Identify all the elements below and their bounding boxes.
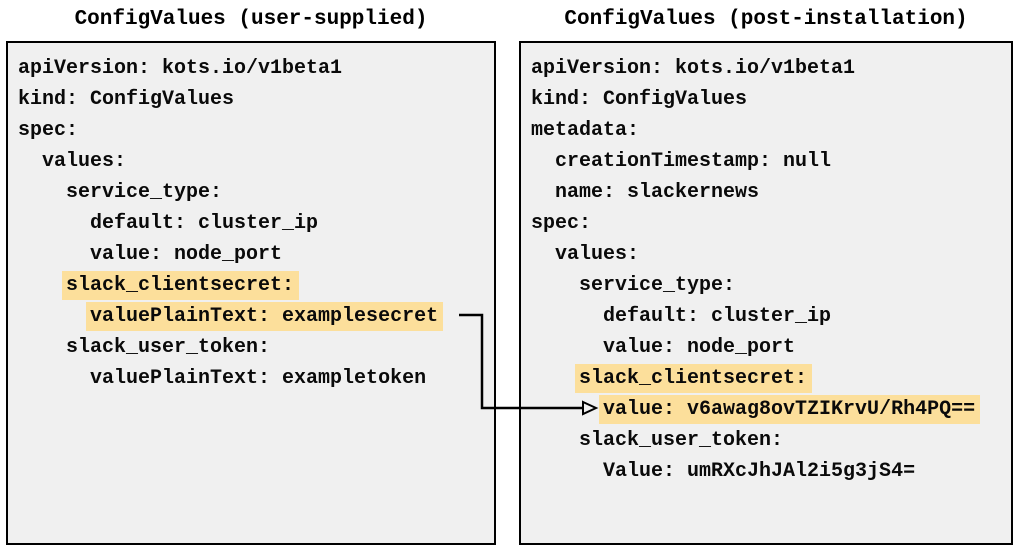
yaml-text: value: v6awag8ovTZIKrvU/Rh4PQ== [599, 395, 981, 424]
line-indent [531, 305, 603, 328]
yaml-line: spec: [18, 115, 494, 146]
line-indent [531, 336, 603, 359]
yaml-line: default: cluster_ip [18, 208, 494, 239]
yaml-text: apiVersion: kots.io/v1beta1 [18, 57, 343, 80]
yaml-text: Value: umRXcJhJAl2i5g3jS4= [603, 460, 916, 483]
yaml-line: default: cluster_ip [531, 301, 1011, 332]
post-installation-configvalues-box: apiVersion: kots.io/v1beta1 kind: Config… [519, 41, 1013, 545]
yaml-text: values: [555, 243, 640, 266]
user-supplied-configvalues-box: apiVersion: kots.io/v1beta1 kind: Config… [6, 41, 496, 545]
yaml-line: kind: ConfigValues [531, 84, 1011, 115]
yaml-text: spec: [531, 212, 592, 235]
yaml-text: name: slackernews [555, 181, 760, 204]
yaml-text: service_type: [579, 274, 736, 297]
line-indent [18, 336, 66, 359]
yaml-line: valuePlainText: exampletoken [18, 363, 494, 394]
yaml-text: spec: [18, 119, 79, 142]
yaml-line: metadata: [531, 115, 1011, 146]
line-indent [531, 460, 603, 483]
yaml-text: valuePlainText: exampletoken [90, 367, 427, 390]
yaml-text: default: cluster_ip [603, 305, 832, 328]
yaml-line: creationTimestamp: null [531, 146, 1011, 177]
yaml-line: apiVersion: kots.io/v1beta1 [18, 53, 494, 84]
yaml-line: apiVersion: kots.io/v1beta1 [531, 53, 1011, 84]
line-indent [531, 367, 579, 390]
yaml-text: creationTimestamp: null [555, 150, 832, 173]
yaml-line-highlighted-key: slack_clientsecret: [18, 270, 494, 301]
yaml-text: service_type: [66, 181, 223, 204]
line-indent [531, 150, 555, 173]
line-indent [18, 305, 90, 328]
left-panel-title: ConfigValues (user-supplied) [74, 8, 428, 31]
yaml-line: values: [531, 239, 1011, 270]
yaml-line: value: node_port [531, 332, 1011, 363]
yaml-text: value: node_port [603, 336, 796, 359]
yaml-text: value: node_port [90, 243, 283, 266]
yaml-line: slack_user_token: [531, 425, 1011, 456]
yaml-line: service_type: [531, 270, 1011, 301]
line-indent [18, 243, 90, 266]
yaml-line: name: slackernews [531, 177, 1011, 208]
line-indent [531, 181, 555, 204]
line-indent [18, 181, 66, 204]
line-indent [18, 274, 66, 297]
line-indent [18, 212, 90, 235]
line-indent [531, 274, 579, 297]
line-indent [18, 367, 90, 390]
line-indent [18, 150, 42, 173]
yaml-text: slack_user_token: [66, 336, 271, 359]
yaml-line: kind: ConfigValues [18, 84, 494, 115]
yaml-text: metadata: [531, 119, 640, 142]
yaml-line: value: node_port [18, 239, 494, 270]
yaml-text: kind: ConfigValues [18, 88, 235, 111]
yaml-text: valuePlainText: examplesecret [86, 302, 444, 331]
yaml-text: default: cluster_ip [90, 212, 319, 235]
line-indent [531, 243, 555, 266]
yaml-text: slack_clientsecret: [62, 271, 300, 300]
yaml-line: service_type: [18, 177, 494, 208]
yaml-text: slack_clientsecret: [575, 364, 813, 393]
yaml-line: Value: umRXcJhJAl2i5g3jS4= [531, 456, 1011, 487]
yaml-line: slack_user_token: [18, 332, 494, 363]
yaml-text: apiVersion: kots.io/v1beta1 [531, 57, 856, 80]
yaml-line-highlighted-key: slack_clientsecret: [531, 363, 1011, 394]
yaml-line-highlighted-encrypted-secret: value: v6awag8ovTZIKrvU/Rh4PQ== [531, 394, 1011, 425]
yaml-text: slack_user_token: [579, 429, 784, 452]
yaml-line-highlighted-plaintext-secret: valuePlainText: examplesecret [18, 301, 494, 332]
right-panel-title: ConfigValues (post-installation) [564, 8, 968, 31]
yaml-line: values: [18, 146, 494, 177]
line-indent [531, 429, 579, 452]
yaml-line: spec: [531, 208, 1011, 239]
yaml-text: values: [42, 150, 127, 173]
yaml-text: kind: ConfigValues [531, 88, 748, 111]
line-indent [531, 398, 603, 421]
